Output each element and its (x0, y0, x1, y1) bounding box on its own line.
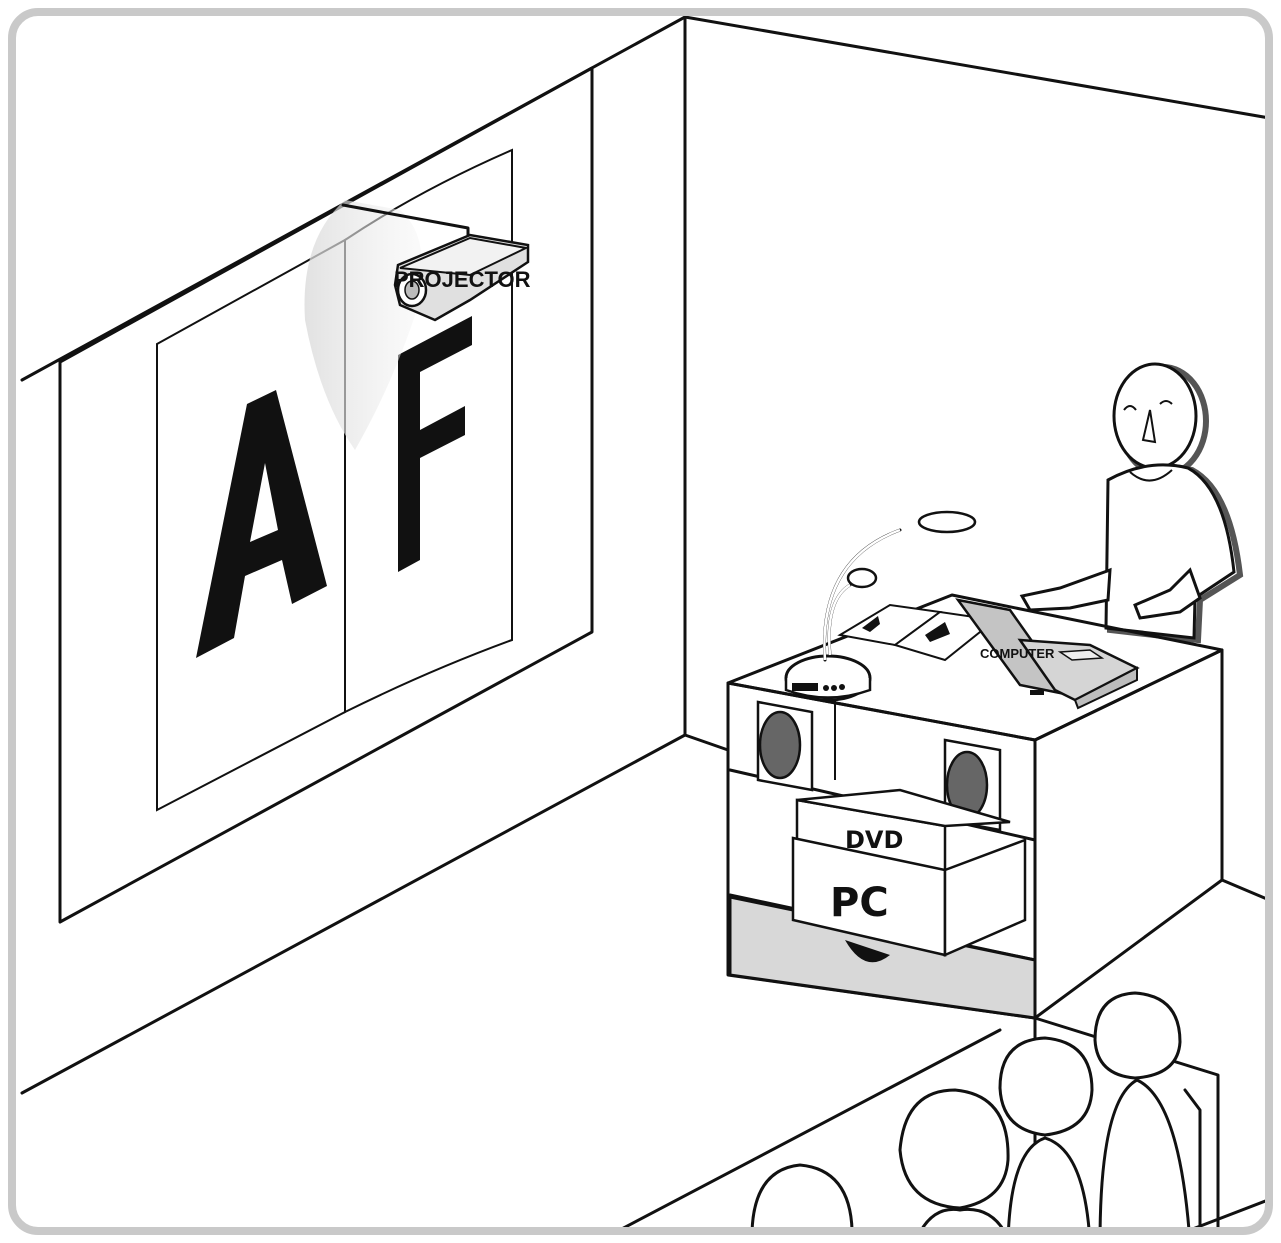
letter-f-glyph (398, 316, 472, 572)
illustration-frame (8, 8, 1273, 1235)
podium-cabinet (726, 593, 1224, 1020)
pc-tower (791, 836, 1027, 957)
drawer-handle (845, 940, 890, 963)
projector-label: PROJECTOR (394, 267, 531, 292)
open-book-on-podium (837, 603, 998, 662)
audience-head-2 (898, 1088, 1010, 1210)
projector-light-beam (304, 200, 423, 450)
computer-label: COMPUTER (980, 646, 1055, 661)
audience-head-3 (998, 1036, 1094, 1137)
presenter-figure (1019, 362, 1244, 644)
dvd-label: DVD (845, 826, 903, 854)
left-speaker (756, 700, 814, 792)
letter-a-glyph (196, 390, 327, 658)
projector (341, 203, 530, 322)
audience-head-4 (1093, 991, 1182, 1080)
audience (750, 991, 1269, 1231)
document-camera (784, 510, 977, 702)
laptop-computer (955, 598, 1140, 710)
pc-label: PC (830, 880, 889, 926)
projection-screen (58, 66, 594, 924)
audience-head-1 (750, 1163, 854, 1231)
